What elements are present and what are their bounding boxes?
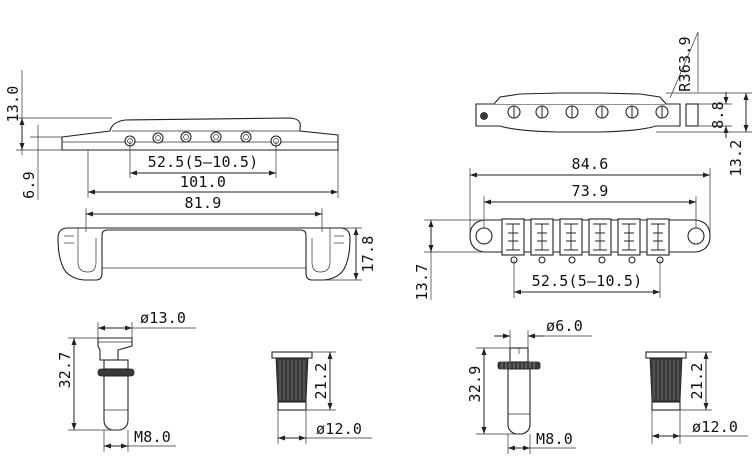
tailpiece-stud-spacing-label: 52.5(5–10.5): [148, 153, 259, 171]
post-head-diameter-label: ø6.0: [546, 317, 583, 335]
tailpiece-stud: ø13.0 32.7 M8.0: [56, 309, 196, 452]
stud-length-label: 32.7: [56, 352, 74, 389]
bridge-anchor: 21.2 ø12.0: [645, 351, 748, 444]
tailpiece-height-label: 13.0: [4, 86, 22, 123]
bridge-string-spacing-label: 52.5(5–10.5): [532, 272, 643, 290]
bridge-saddle-height-label: 8.8: [709, 101, 727, 129]
tailpiece-depth-label: 17.8: [359, 236, 377, 273]
bridge-overall-length-label: 84.6: [572, 155, 609, 173]
bridge-saddles: [507, 105, 669, 119]
post-length-label: 32.9: [466, 366, 484, 403]
bridge-top-view: 84.6 73.9 13.7 52.5(5–10.5): [413, 155, 711, 301]
tailpiece-length-label: 101.0: [180, 173, 226, 191]
bridge-anchor-height-label: 21.2: [688, 363, 706, 400]
bridge-total-height-label: 13.2: [727, 140, 745, 177]
stud-thread-label: M8.0: [134, 428, 171, 446]
tailpiece-anchor-height-label: 21.2: [312, 363, 330, 400]
bridge-anchor-diameter-label: ø12.0: [692, 418, 738, 436]
bridge-depth-label: 13.7: [413, 264, 431, 301]
bridge-radius-label: R363.9: [676, 36, 694, 91]
stud-head-diameter-label: ø13.0: [140, 309, 186, 327]
bridge-intonation-screws: [510, 256, 664, 264]
bridge-post-spacing-label: 73.9: [572, 182, 609, 200]
bridge-side-view: R363.9 8.8 13.2: [475, 31, 752, 177]
post-thread-label: M8.0: [536, 430, 573, 448]
tailpiece-slot-width-label: 81.9: [185, 194, 222, 212]
bridge-post: ø6.0 32.9 M8.0: [466, 317, 592, 454]
tailpiece-base-label: 6.9: [20, 171, 38, 199]
tailpiece-top-view: 81.9 17.8: [57, 194, 377, 281]
tailpiece-side-view: 13.0 6.9 52.5(5–10.5) 101.0: [4, 70, 339, 200]
tailpiece-anchor-diameter-label: ø12.0: [316, 420, 362, 438]
tailpiece-anchor: 21.2 ø12.0: [271, 351, 372, 444]
tailpiece-string-holes: [124, 131, 282, 147]
bridge-top-saddles: [501, 218, 670, 256]
